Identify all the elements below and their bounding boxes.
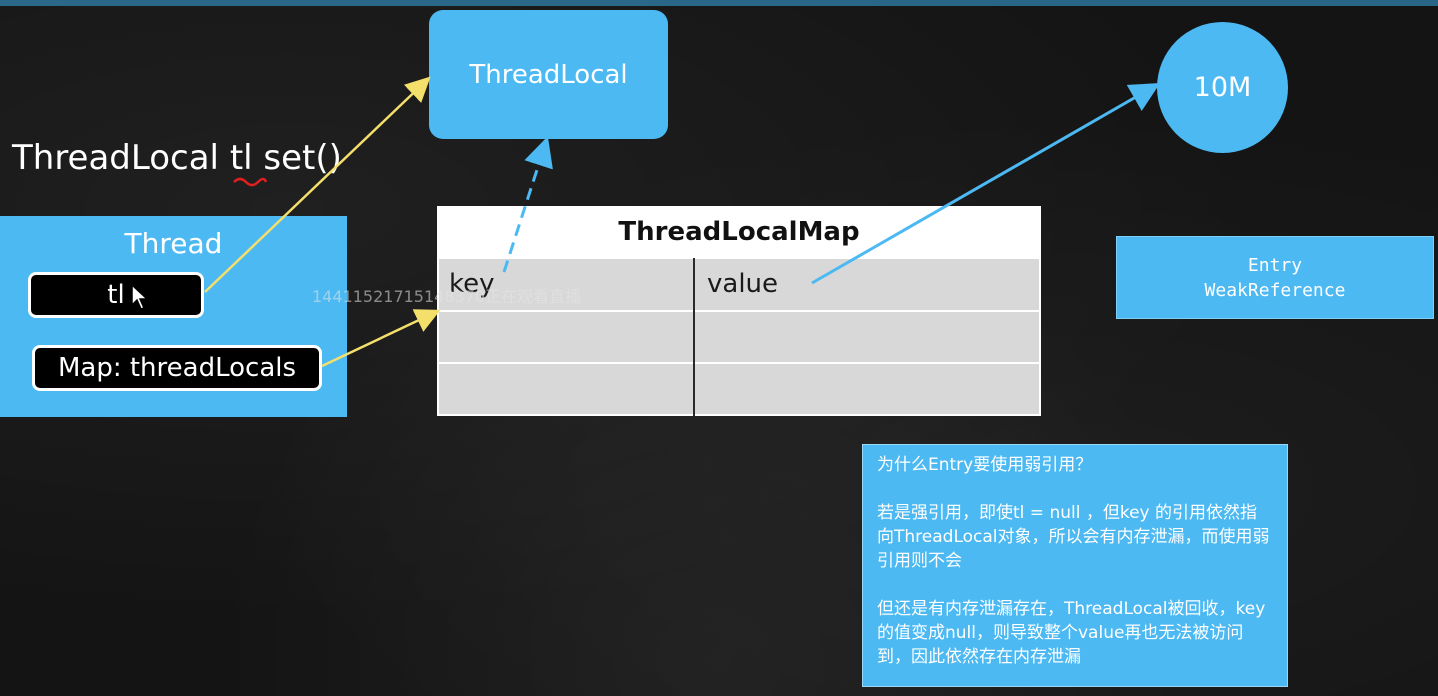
top-banner-strip	[0, 0, 1438, 6]
note-question: 为什么Entry要使用弱引用？	[877, 455, 1093, 475]
entry-label: Entry	[1247, 254, 1303, 276]
mouse-cursor-icon	[131, 283, 149, 310]
heading-suffix: set()	[252, 138, 342, 178]
weakreference-label: WeakReference	[1204, 279, 1346, 301]
map-cell-key: key	[449, 269, 495, 299]
thread-field-tl-label: tl	[107, 280, 125, 310]
map-cell-value: value	[707, 269, 779, 299]
threadlocalmap-title: ThreadLocalMap	[437, 206, 1041, 258]
entry-weakreference-box: Entry WeakReference	[1116, 236, 1434, 319]
code-heading: ThreadLocal tl set()	[12, 138, 342, 178]
threadlocal-object-box: ThreadLocal	[429, 10, 668, 139]
live-viewer-watermark: 14411521715148370正在观看直播	[312, 287, 582, 306]
table-row-divider	[437, 310, 1041, 312]
thread-field-tl: tl	[28, 272, 204, 318]
table-row-divider	[437, 257, 1041, 259]
threadlocal-object-label: ThreadLocal	[469, 59, 628, 90]
thread-title: Thread	[124, 227, 223, 260]
table-column-divider	[693, 258, 695, 416]
thread-field-map-label: Map: threadLocals	[57, 353, 297, 383]
note-paragraph-strong-reference: 若是强引用，即使tl = null ，但key 的引用依然指向ThreadLoc…	[877, 503, 1270, 571]
table-row-divider	[437, 362, 1041, 364]
note-paragraph-memory-leak: 但还是有内存泄漏存在，ThreadLocal被回收，key 的值变成null，则…	[877, 599, 1266, 667]
weak-reference-explanation-note: 为什么Entry要使用弱引用？ 若是强引用，即使tl = null ，但key …	[862, 444, 1288, 687]
thread-field-map: Map: threadLocals	[32, 345, 322, 391]
heading-prefix: ThreadLocal	[12, 138, 230, 178]
red-underline-mark	[233, 177, 268, 187]
value-object-circle: 10M	[1157, 22, 1288, 153]
value-object-label: 10M	[1193, 72, 1252, 103]
heading-var: tl	[229, 138, 253, 178]
